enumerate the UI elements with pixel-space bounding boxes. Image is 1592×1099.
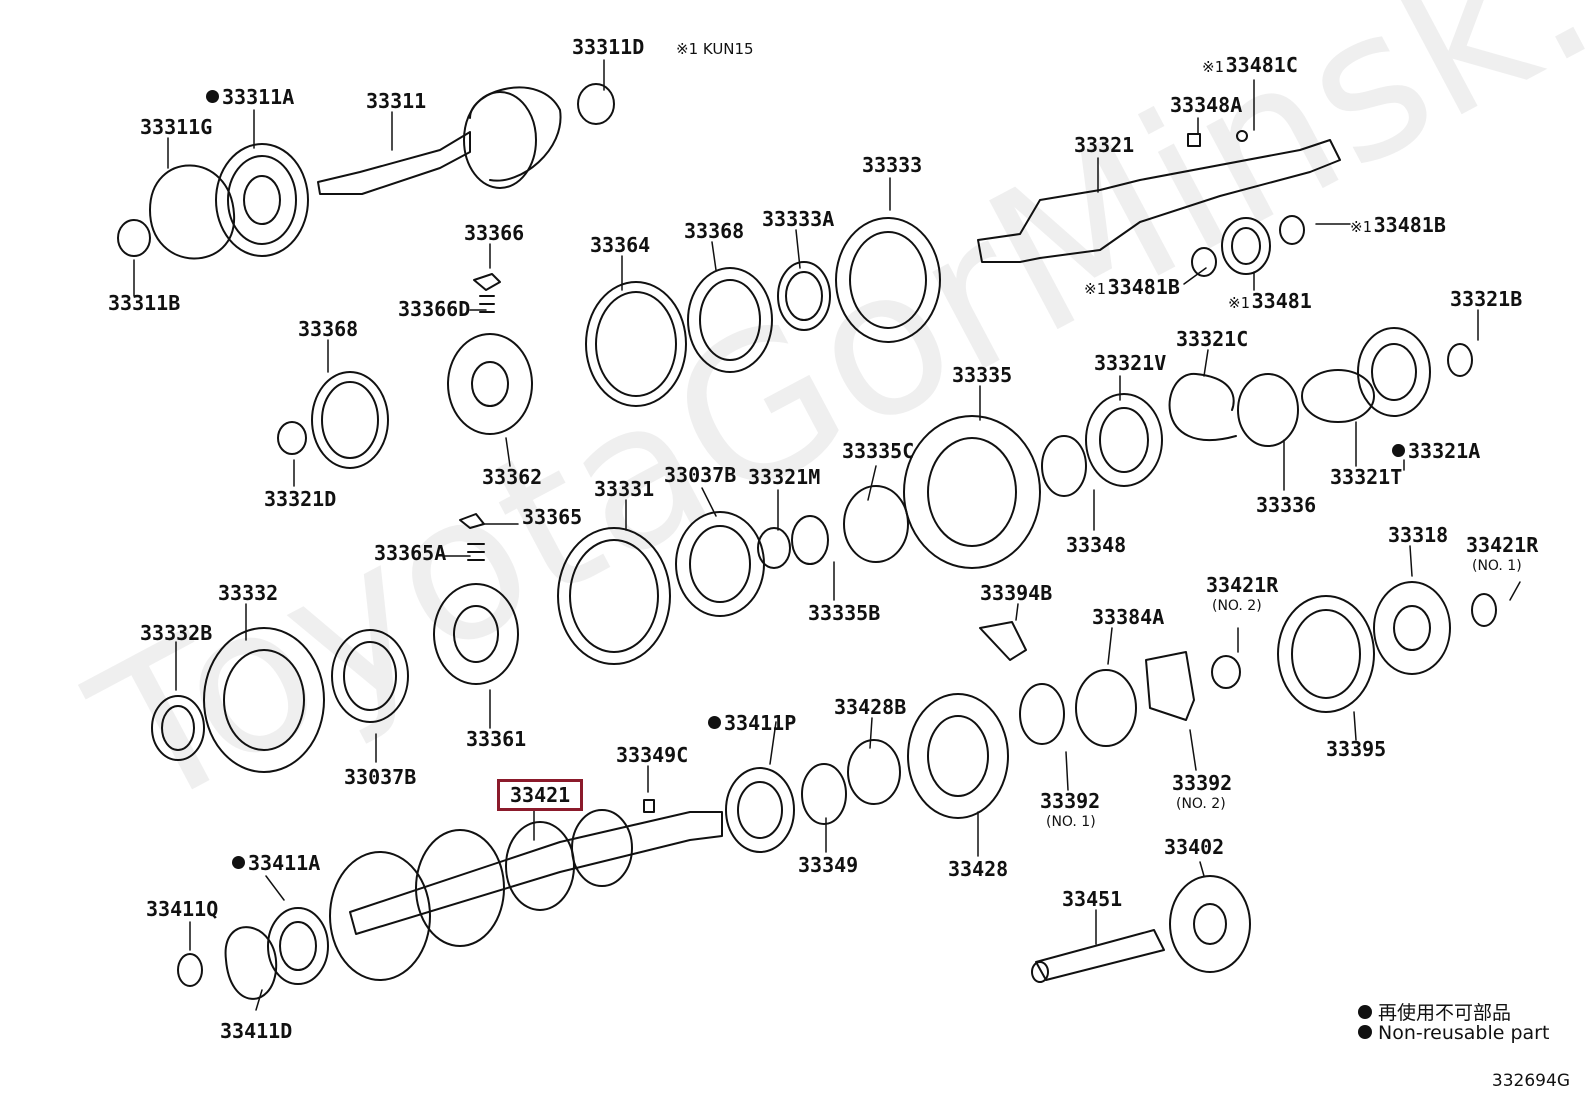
sublabel-no2: (NO. 2) [1212, 598, 1262, 614]
part-label-33364[interactable]: 33364 [590, 233, 651, 257]
part-label-33421R-no1[interactable]: 33421R [1466, 533, 1539, 557]
part-number: 33481B [1107, 275, 1180, 299]
part-label-33037B-upper[interactable]: 33037B [664, 463, 737, 487]
part-label-33348A[interactable]: 33348A [1170, 93, 1243, 117]
part-label-33411D[interactable]: 33411D [220, 1019, 293, 1043]
part-label-33384A[interactable]: 33384A [1092, 605, 1165, 629]
part-label-33349C[interactable]: 33349C [616, 743, 689, 767]
model-note: ※1 KUN15 [676, 40, 754, 58]
reverse-group [979, 581, 1497, 747]
part-label-33333A[interactable]: 33333A [762, 207, 835, 231]
sublabel-no1: (NO. 1) [1472, 558, 1522, 574]
part-label-33365[interactable]: 33365 [522, 505, 583, 529]
legend-text-jp: 再使用不可部品 [1378, 1002, 1512, 1024]
part-label-33321V[interactable]: 33321V [1094, 351, 1167, 375]
part-label-33362[interactable]: 33362 [482, 465, 543, 489]
non-reusable-marker [206, 90, 219, 103]
part-label-33368-lower[interactable]: 33368 [298, 317, 359, 341]
part-label-33361[interactable]: 33361 [466, 727, 527, 751]
part-label-33402[interactable]: 33402 [1164, 835, 1225, 859]
part-label-33311D[interactable]: 33311D [572, 35, 645, 59]
part-number: 33411P [724, 711, 797, 735]
part-label-33037B-lower[interactable]: 33037B [344, 765, 417, 789]
counter-gear-group [151, 327, 1473, 773]
input-shaft-group [117, 83, 615, 260]
synchro-group-upper [277, 217, 941, 469]
part-label-33411A[interactable]: 33411A [232, 852, 320, 874]
part-number: 33481B [1373, 213, 1446, 237]
part-label-33311A[interactable]: 33311A [206, 86, 294, 108]
part-number: 33311A [222, 85, 295, 109]
part-label-33451[interactable]: 33451 [1062, 887, 1123, 911]
part-label-33365A[interactable]: 33365A [374, 541, 447, 565]
part-label-33311G[interactable]: 33311G [140, 115, 213, 139]
part-number: 33481C [1225, 53, 1298, 77]
leader-lines [133, 59, 1521, 1011]
part-label-33311B[interactable]: 33311B [108, 291, 181, 315]
legend-text-en: Non-reusable part [1378, 1022, 1550, 1044]
part-label-33332[interactable]: 33332 [218, 581, 279, 605]
part-label-33349[interactable]: 33349 [798, 853, 859, 877]
idler-shaft [1031, 875, 1251, 983]
part-label-33321B[interactable]: 33321B [1450, 287, 1523, 311]
part-label-33411Q[interactable]: 33411Q [146, 897, 219, 921]
part-label-33335[interactable]: 33335 [952, 363, 1013, 387]
legend-en: Non-reusable part [1358, 1022, 1549, 1044]
non-reusable-marker [1392, 444, 1405, 457]
part-label-33428[interactable]: 33428 [948, 857, 1009, 881]
legend-bullet [1358, 1005, 1372, 1019]
output-shaft [977, 130, 1341, 277]
part-label-33321D[interactable]: 33321D [264, 487, 337, 511]
part-label-33321T[interactable]: 33321T [1330, 465, 1403, 489]
part-label-33428B[interactable]: 33428B [834, 695, 907, 719]
part-label-33321C[interactable]: 33321C [1176, 327, 1249, 351]
part-label-33335B[interactable]: 33335B [808, 601, 881, 625]
part-label-33321[interactable]: 33321 [1074, 133, 1135, 157]
part-label-33332B[interactable]: 33332B [140, 621, 213, 645]
note-mark: ※1 [1202, 58, 1224, 76]
sublabel-no1-33392: (NO. 1) [1046, 814, 1096, 830]
part-label-33321A[interactable]: 33321A [1392, 440, 1480, 462]
part-number: 33411A [248, 851, 321, 875]
part-label-33333[interactable]: 33333 [862, 153, 923, 177]
non-reusable-marker [708, 716, 721, 729]
part-label-33392-no1[interactable]: 33392 [1040, 789, 1101, 813]
part-label-33366D[interactable]: 33366D [398, 297, 471, 321]
part-label-33421-selected[interactable]: 33421 [496, 779, 584, 811]
part-label-33331[interactable]: 33331 [594, 477, 655, 501]
part-label-33368-upper[interactable]: 33368 [684, 219, 745, 243]
diagram-code: 332694G [1491, 1071, 1570, 1091]
part-label-33335C[interactable]: 33335C [842, 439, 915, 463]
part-label-33366[interactable]: 33366 [464, 221, 525, 245]
part-label-33311[interactable]: 33311 [366, 89, 427, 113]
part-label-33321M[interactable]: 33321M [748, 465, 821, 489]
note-mark: ※1 [1084, 280, 1106, 298]
part-label-33411P[interactable]: 33411P [708, 712, 796, 734]
part-number: 33321A [1408, 439, 1481, 463]
part-label-33392-no2[interactable]: 33392 [1172, 771, 1233, 795]
note-mark: ※1 [1228, 294, 1250, 312]
legend-jp: 再使用不可部品 [1358, 998, 1511, 1025]
part-label-33395[interactable]: 33395 [1326, 737, 1387, 761]
part-label-33421R-no2[interactable]: 33421R [1206, 573, 1279, 597]
legend-bullet [1358, 1025, 1372, 1039]
part-label-33318[interactable]: 33318 [1388, 523, 1449, 547]
non-reusable-marker [232, 856, 245, 869]
part-label-33348[interactable]: 33348 [1066, 533, 1127, 557]
part-number: 33481 [1251, 289, 1312, 313]
part-label-33336[interactable]: 33336 [1256, 493, 1317, 517]
part-label-33394B[interactable]: 33394B [980, 581, 1053, 605]
note-mark: ※1 [1350, 218, 1372, 236]
countershaft [177, 693, 1009, 1000]
sublabel-no2-33392: (NO. 2) [1176, 796, 1226, 812]
